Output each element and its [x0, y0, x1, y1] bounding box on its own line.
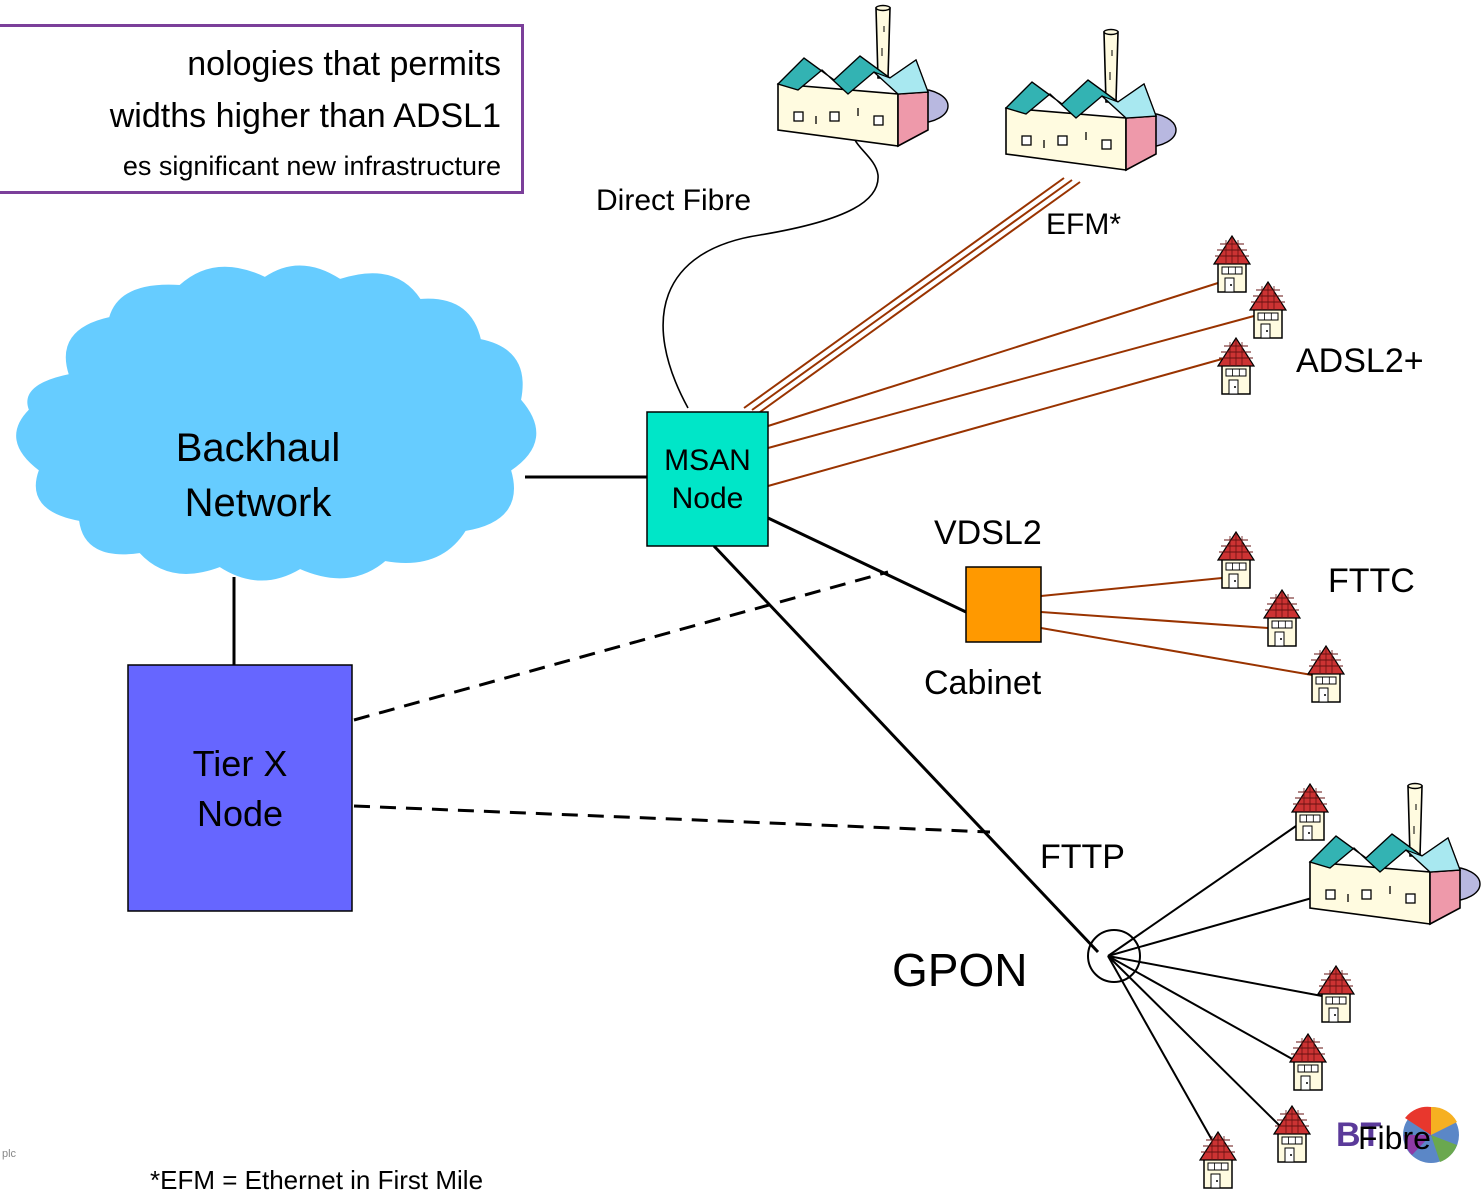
- fibre-overlay-text: Fibre: [1358, 1120, 1431, 1156]
- tier-cabinet-dashed-link: [353, 570, 889, 722]
- fttc-links: [1040, 577, 1313, 676]
- house-icon: [1217, 531, 1255, 589]
- gpon-label: GPON: [892, 944, 1028, 996]
- house-icon: [1289, 1033, 1327, 1091]
- adsl2plus-links: [767, 282, 1255, 487]
- house-icon: [1307, 645, 1345, 703]
- cabinet-box: [965, 566, 1042, 643]
- house-icon: [1317, 965, 1355, 1023]
- tier-label-line1: Tier X: [192, 743, 288, 784]
- gpon-drop-links: [1107, 825, 1323, 1141]
- copyright-fragment: plc: [2, 1148, 17, 1160]
- info-callout: nologies that permits widths higher than…: [0, 24, 524, 194]
- efm-label: EFM*: [1046, 208, 1121, 241]
- bt-logo-text: BT: [1336, 1116, 1382, 1154]
- callout-line-1: nologies that permits: [187, 45, 501, 83]
- tier-x-node-box: [127, 664, 353, 912]
- house-icon: [1217, 337, 1255, 395]
- tier-fttp-dashed-link: [353, 804, 991, 834]
- fttp-label: FTTP: [1040, 838, 1125, 876]
- direct-fibre-label: Direct Fibre: [596, 184, 752, 217]
- backhaul-label-line1: Backhaul: [175, 426, 341, 470]
- house-icon: [1273, 1105, 1311, 1163]
- house-icon: [1249, 281, 1287, 339]
- house-icon: [1263, 589, 1301, 647]
- vdsl2-label: VDSL2: [934, 514, 1042, 552]
- msan-label-line1: MSAN: [664, 444, 751, 477]
- msan-node-box: [646, 411, 769, 547]
- factory-icon: [1309, 782, 1481, 925]
- cabinet-label: Cabinet: [924, 664, 1042, 702]
- msan-label-line2: Node: [671, 482, 744, 515]
- gpon-splitter: [1087, 929, 1141, 983]
- msan-cabinet-link: [767, 516, 967, 614]
- tier-label-line2: Node: [196, 793, 284, 834]
- efm-links: [743, 177, 1081, 413]
- msan-gpon-link: [712, 544, 1100, 954]
- callout-line-2: widths higher than ADSL1: [109, 97, 501, 135]
- backhaul-label-line2: Network: [184, 481, 332, 525]
- fttc-label: FTTC: [1328, 562, 1415, 600]
- factory-icon: [1005, 28, 1177, 171]
- house-icon: [1199, 1131, 1237, 1189]
- adsl2plus-label: ADSL2+: [1296, 342, 1424, 380]
- factory-icon: [777, 4, 949, 147]
- bt-logo: [1403, 1106, 1459, 1163]
- backhaul-network-cloud: [16, 265, 537, 581]
- house-icon: [1213, 235, 1251, 293]
- footnote: *EFM = Ethernet in First Mile: [150, 1165, 484, 1195]
- direct-fibre-link: [662, 139, 879, 409]
- house-icon: [1291, 783, 1329, 841]
- callout-line-3: es significant new infrastructure: [122, 151, 501, 181]
